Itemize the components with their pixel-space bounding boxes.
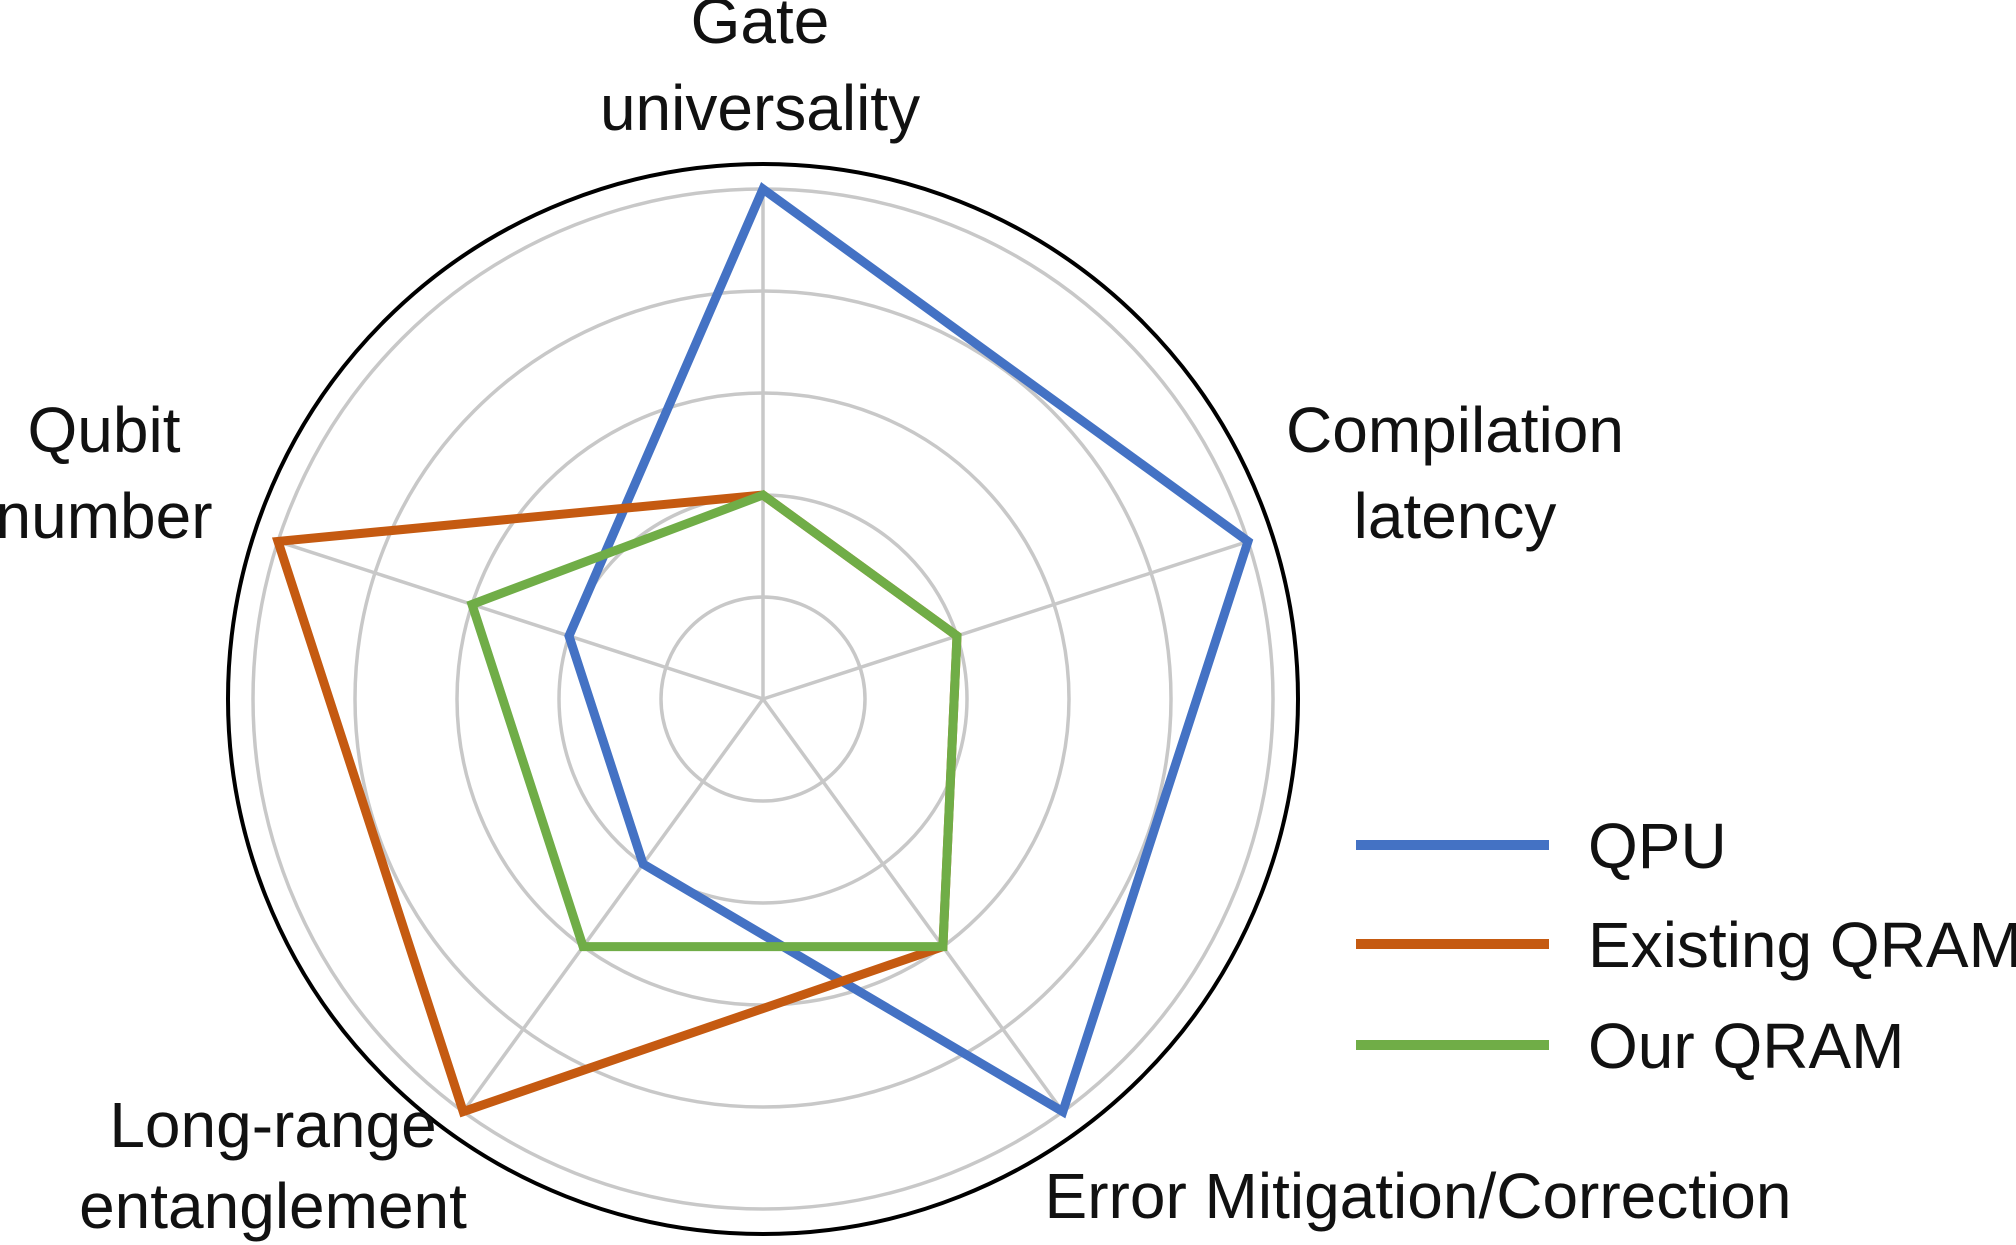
axis-label-5-line-2: number: [0, 480, 213, 552]
axis-label-1-line-2: universality: [600, 72, 920, 144]
axis-label-5-line-1: Qubit: [28, 394, 181, 466]
axis-label-2-line-2: latency: [1354, 480, 1557, 552]
axis-label-2-line-1: Compilation: [1286, 394, 1624, 466]
axis-spoke-3: [761, 697, 1065, 1113]
radar-series: [271, 182, 1254, 1119]
axis-label-4-line-2: entanglement: [79, 1170, 467, 1242]
legend: QPU Existing QRAM Our QRAM: [1356, 810, 2016, 1082]
series-our-qram-line: [466, 489, 962, 952]
radar-grid: [251, 187, 1275, 1211]
axis-label-1-line-1: Gate: [691, 0, 830, 57]
legend-label-qpu: QPU: [1588, 810, 1727, 882]
legend-label-existing-qram: Existing QRAM: [1588, 909, 2016, 981]
axis-spoke-2: [762, 539, 1249, 701]
series-qpu-line: [564, 182, 1254, 1119]
outer-circle: [226, 162, 1300, 1236]
series-existing-qram-line: [271, 490, 962, 1118]
axis-spoke-5: [277, 539, 764, 701]
axis-label-3-line-1: Error Mitigation/Correction: [1045, 1160, 1792, 1232]
legend-label-our-qram: Our QRAM: [1588, 1010, 1904, 1082]
axis-label-4-line-1: Long-range: [109, 1089, 436, 1161]
axis-spoke-4: [461, 697, 765, 1113]
